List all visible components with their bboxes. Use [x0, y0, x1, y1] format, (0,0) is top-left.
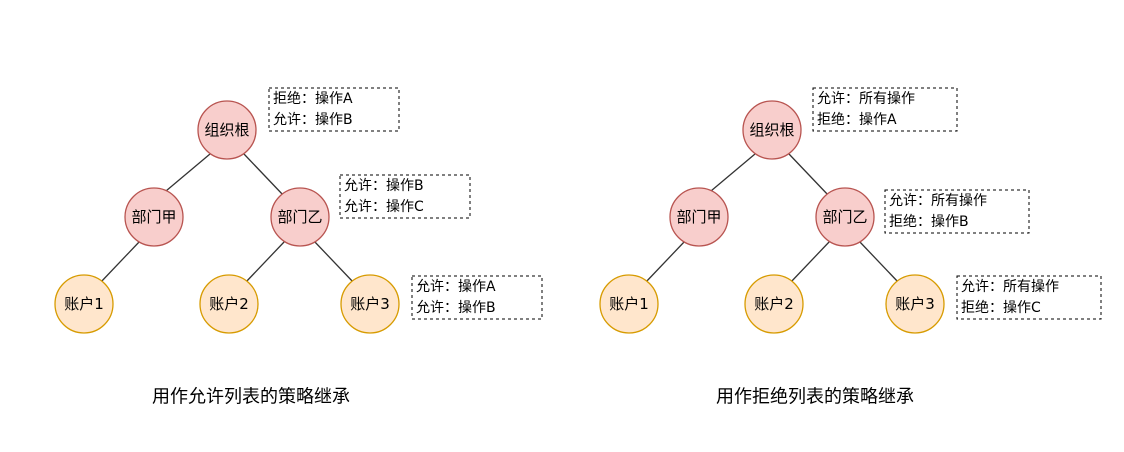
node-label: 账户1: [64, 295, 104, 313]
node-account-2: 账户2: [199, 274, 259, 334]
edge-root-dept-b: [243, 153, 285, 197]
node-label: 部门甲: [676, 208, 721, 226]
node-account-1: 账户1: [599, 274, 659, 334]
node-dept-b: 部门乙: [815, 187, 875, 247]
node-label: 组织根: [204, 121, 249, 139]
policy-box-account-3: 允许：操作A 允许：操作B: [411, 275, 543, 320]
node-label: 账户1: [609, 295, 649, 313]
policy-line: 允许：所有操作: [889, 193, 987, 209]
edge-dept-a-account-1: [99, 240, 141, 284]
diagram-caption: 用作拒绝列表的策略继承: [716, 387, 914, 408]
policy-box-account-3: 允许：所有操作 拒绝：操作C: [956, 275, 1102, 320]
node-dept-a: 部门甲: [124, 187, 184, 247]
policy-line: 允许：操作C: [344, 199, 424, 215]
policy-line: 拒绝：操作B: [889, 214, 969, 230]
node-label: 账户3: [895, 295, 935, 313]
edge-dept-b-account-3: [858, 240, 900, 284]
policy-box-root: 允许：所有操作 拒绝：操作A: [812, 87, 958, 132]
node-label: 部门乙: [822, 208, 867, 226]
node-org-root: 组织根: [742, 100, 802, 160]
edge-root-dept-b: [788, 153, 830, 197]
edge-dept-b-account-2: [244, 240, 286, 284]
node-dept-b: 部门乙: [270, 187, 330, 247]
edge-dept-a-account-1: [644, 240, 686, 284]
edge-dept-b-account-2: [789, 240, 831, 284]
policy-line: 允许：操作B: [273, 112, 353, 128]
policy-box-dept-b: 允许：所有操作 拒绝：操作B: [884, 189, 1030, 234]
edge-root-dept-a: [704, 153, 756, 197]
deny-list-diagram: 组织根 部门甲 部门乙 账户1 账户2 账户3 允许：所有操作 拒绝：操作A: [599, 87, 1102, 408]
edge-dept-b-account-3: [313, 240, 355, 284]
node-account-1: 账户1: [54, 274, 114, 334]
policy-line: 允许：操作A: [416, 279, 496, 295]
policy-line: 拒绝：操作A: [273, 91, 353, 107]
policy-line: 拒绝：操作C: [961, 300, 1041, 316]
policy-line: 允许：所有操作: [817, 91, 915, 107]
policy-line: 允许：操作B: [344, 178, 424, 194]
policy-box-root: 拒绝：操作A 允许：操作B: [268, 87, 400, 132]
node-org-root: 组织根: [197, 100, 257, 160]
policy-line: 拒绝：操作A: [817, 112, 897, 128]
node-label: 部门乙: [277, 208, 322, 226]
policy-line: 允许：所有操作: [961, 279, 1059, 295]
policy-box-dept-b: 允许：操作B 允许：操作C: [339, 174, 471, 219]
policy-line: 允许：操作B: [416, 300, 496, 316]
node-label: 部门甲: [131, 208, 176, 226]
node-label: 组织根: [749, 121, 794, 139]
node-label: 账户2: [209, 295, 249, 313]
node-dept-a: 部门甲: [669, 187, 729, 247]
diagram-caption: 用作允许列表的策略继承: [152, 387, 350, 408]
node-label: 账户2: [754, 295, 794, 313]
node-account-2: 账户2: [744, 274, 804, 334]
node-label: 账户3: [350, 295, 390, 313]
allow-list-diagram: 组织根 部门甲 部门乙 账户1 账户2 账户3 拒绝：操作A 允许：操作B: [54, 87, 543, 408]
node-account-3: 账户3: [340, 274, 400, 334]
edge-root-dept-a: [159, 153, 211, 197]
node-account-3: 账户3: [885, 274, 945, 334]
